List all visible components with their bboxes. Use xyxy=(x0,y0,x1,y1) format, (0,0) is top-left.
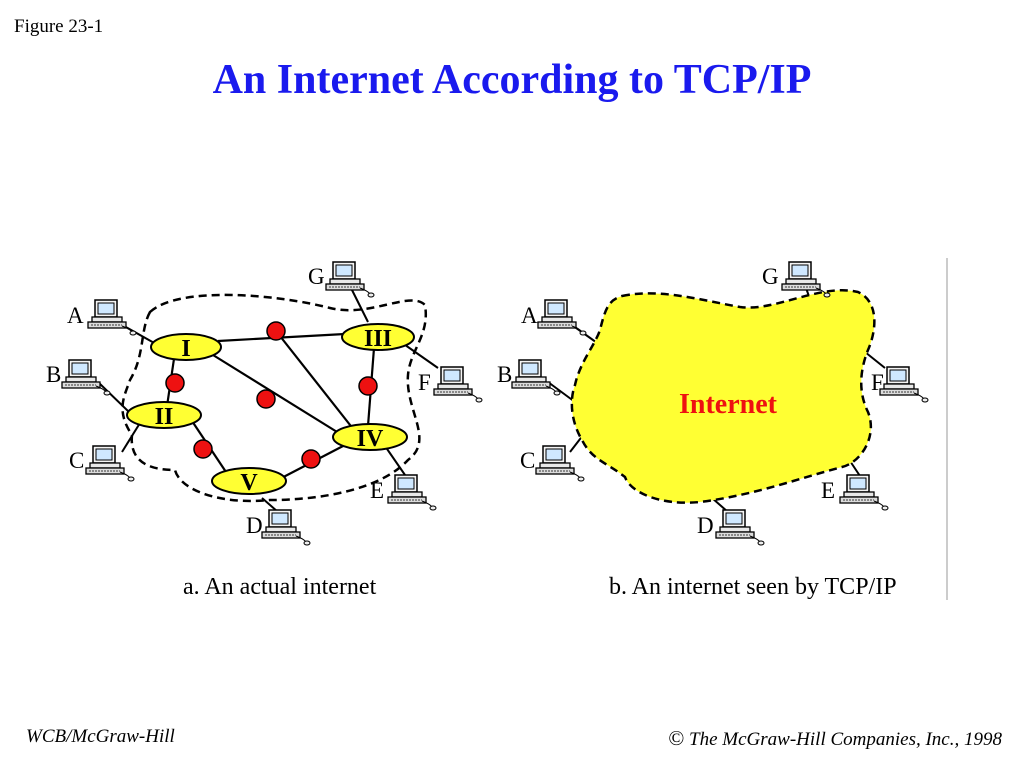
svg-text:B: B xyxy=(497,362,512,387)
computer-icon xyxy=(61,359,111,396)
host-c: C xyxy=(520,445,585,482)
svg-text:II: II xyxy=(155,404,174,430)
router-iii: III xyxy=(341,323,415,352)
computer-icon xyxy=(261,509,311,546)
host-f: F xyxy=(418,366,483,403)
svg-text:G: G xyxy=(762,264,779,289)
footer-publisher: WCB/McGraw-Hill xyxy=(26,726,175,747)
svg-text:E: E xyxy=(370,478,384,503)
host-a: A xyxy=(67,299,137,336)
svg-text:C: C xyxy=(69,448,84,473)
footer-copyright: © The McGraw-Hill Companies, Inc., 1998 xyxy=(668,726,1002,751)
svg-text:C: C xyxy=(520,448,535,473)
caption-a: a. An actual internet xyxy=(183,574,377,600)
link-node xyxy=(193,439,213,459)
cloud-label: Internet xyxy=(679,389,778,420)
svg-text:D: D xyxy=(246,513,263,538)
host-f: F xyxy=(871,366,929,403)
diagram-a: I II III IV V A B xyxy=(46,261,483,600)
computer-icon xyxy=(85,445,135,482)
computer-icon xyxy=(839,474,889,511)
host-g: G xyxy=(308,261,375,298)
host-d: D xyxy=(697,509,765,546)
router-i: I xyxy=(150,333,222,362)
computer-icon xyxy=(433,366,483,403)
copyright-text: The McGraw-Hill Companies, Inc., 1998 xyxy=(689,729,1002,750)
computer-icon xyxy=(511,359,561,396)
router-iv: IV xyxy=(332,423,408,452)
router-v: V xyxy=(211,467,287,496)
computer-icon xyxy=(87,299,137,336)
caption-b: b. An internet seen by TCP/IP xyxy=(609,574,897,600)
svg-text:F: F xyxy=(871,370,884,395)
svg-text:A: A xyxy=(521,303,538,328)
link-node xyxy=(256,389,276,409)
svg-text:A: A xyxy=(67,303,84,328)
svg-text:G: G xyxy=(308,264,325,289)
copyright-symbol: © xyxy=(668,726,685,750)
svg-text:I: I xyxy=(181,336,190,362)
host-e: E xyxy=(370,474,437,511)
page-title: An Internet According to TCP/IP xyxy=(212,57,812,103)
computer-icon xyxy=(387,474,437,511)
computer-icon xyxy=(781,261,831,298)
host-d: D xyxy=(246,509,311,546)
internet-cloud xyxy=(570,289,876,504)
computer-icon xyxy=(537,299,587,336)
host-a: A xyxy=(521,299,587,336)
host-b: B xyxy=(497,359,561,396)
computer-icon xyxy=(715,509,765,546)
svg-text:E: E xyxy=(821,478,835,503)
svg-text:D: D xyxy=(697,513,714,538)
figure-label: Figure 23-1 xyxy=(14,16,104,37)
host-b: B xyxy=(46,359,111,396)
svg-text:V: V xyxy=(240,470,258,496)
svg-text:F: F xyxy=(418,370,431,395)
svg-text:B: B xyxy=(46,362,61,387)
svg-text:III: III xyxy=(364,326,392,352)
link-node xyxy=(358,376,378,396)
internet-boundary xyxy=(121,293,428,503)
svg-text:IV: IV xyxy=(357,426,384,452)
diagram-b: Internet A B C D E xyxy=(497,261,929,600)
host-c: C xyxy=(69,445,135,482)
link-node xyxy=(165,373,185,393)
host-g: G xyxy=(762,261,831,298)
link-node xyxy=(301,449,321,469)
computer-icon xyxy=(535,445,585,482)
computer-icon xyxy=(325,261,375,298)
host-e: E xyxy=(821,474,889,511)
router-ii: II xyxy=(126,401,202,430)
computer-icon xyxy=(879,366,929,403)
link-node xyxy=(266,321,286,341)
